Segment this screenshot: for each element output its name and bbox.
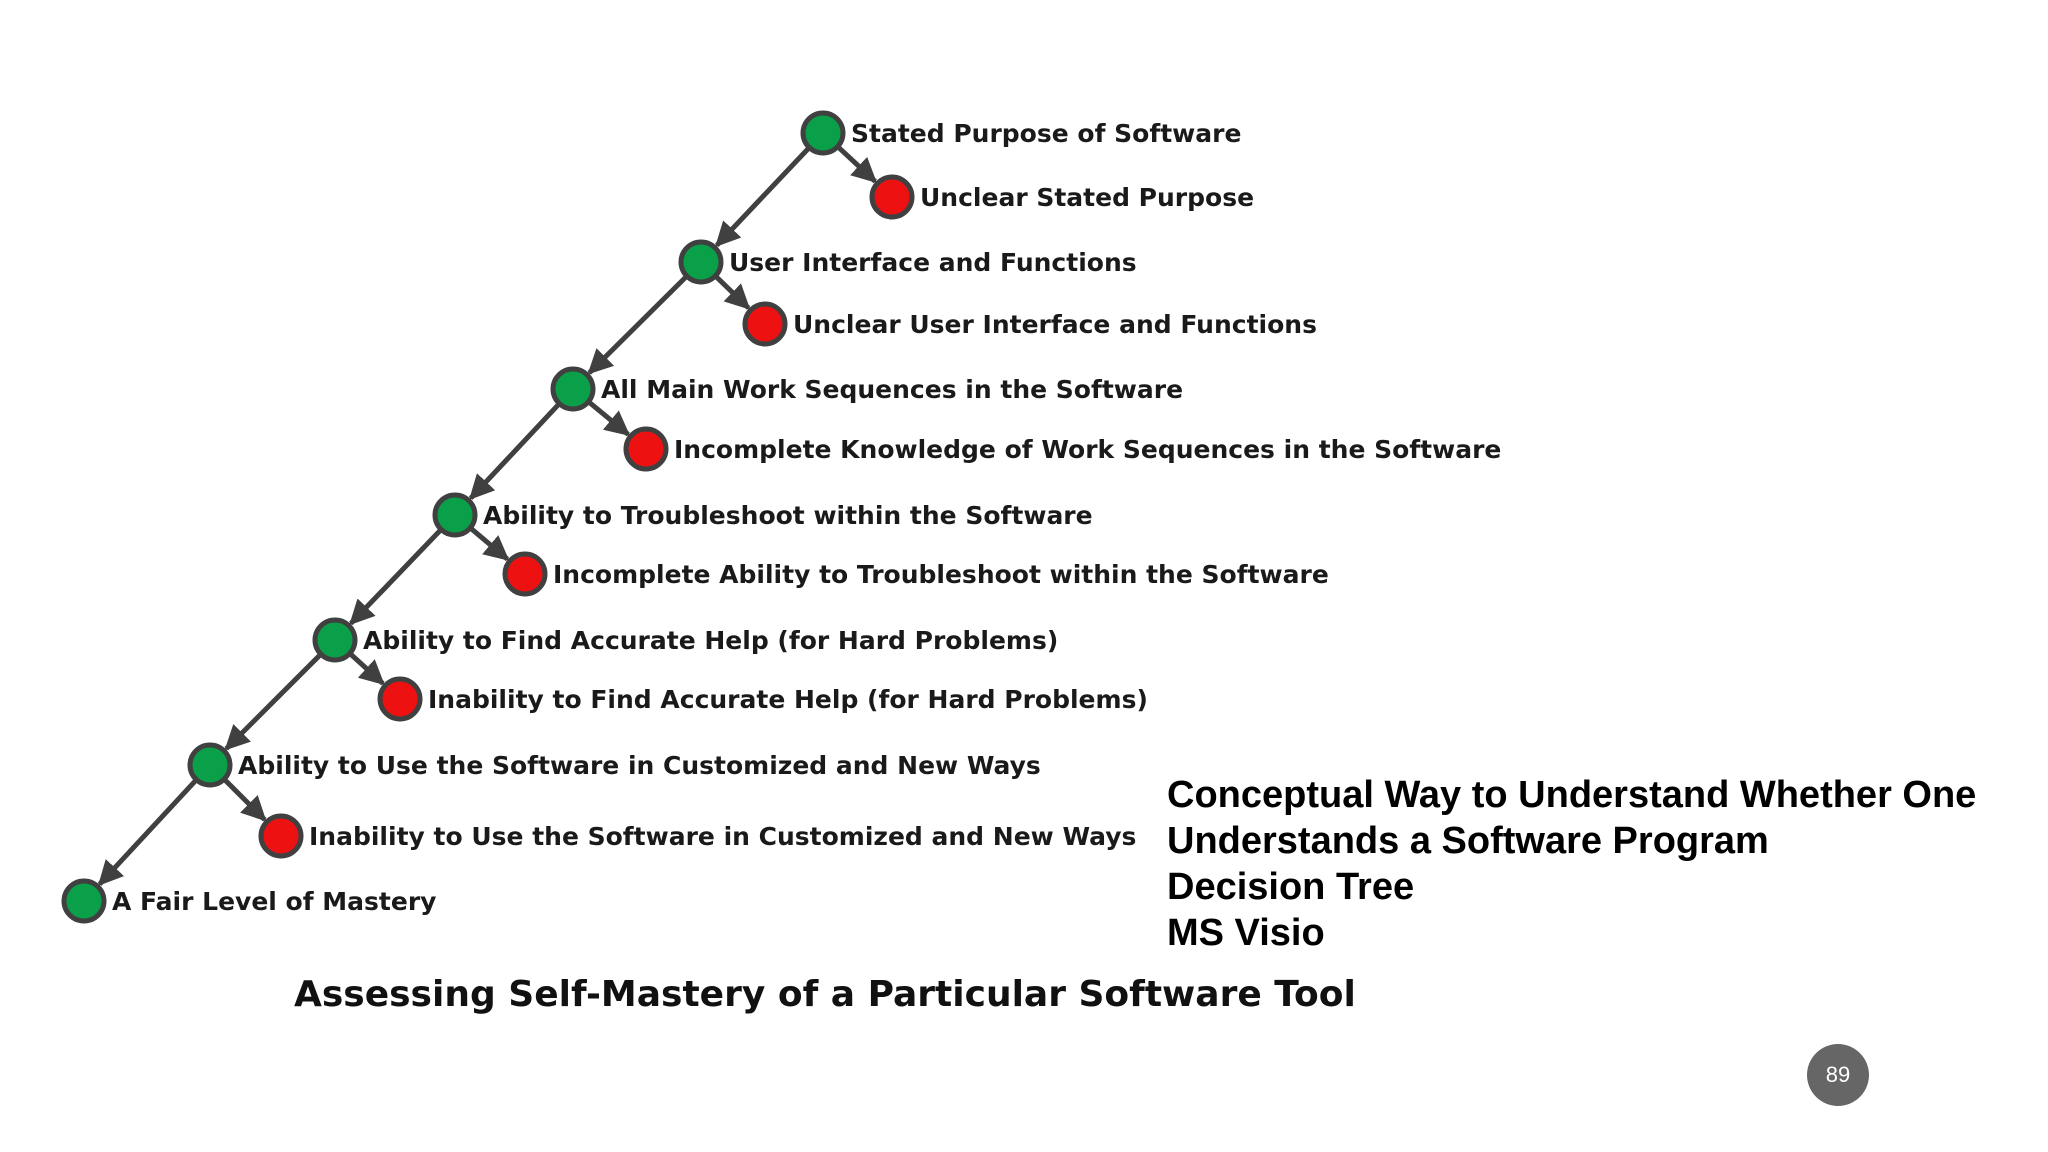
description-line: Decision Tree (1167, 866, 1415, 908)
node-label: Unclear Stated Purpose (920, 183, 1254, 212)
node-label: Ability to Troubleshoot within the Softw… (483, 501, 1093, 530)
red-node-circle (258, 813, 304, 859)
decision-node: User Interface and Functions (678, 239, 1137, 285)
green-node-circle (800, 110, 846, 156)
page-number-badge: 89 (1807, 1044, 1869, 1106)
node-label: Ability to Use the Software in Customize… (238, 751, 1041, 780)
decision-node: Ability to Troubleshoot within the Softw… (432, 492, 1093, 538)
edge-arrow (349, 652, 385, 686)
description-line: Conceptual Way to Understand Whether One (1167, 774, 1977, 816)
edge-arrow (224, 653, 322, 751)
node-label: A Fair Level of Mastery (112, 887, 436, 916)
red-node-circle (623, 426, 669, 472)
node-label: Incomplete Knowledge of Work Sequences i… (674, 435, 1501, 464)
edge-arrow (349, 529, 442, 626)
decision-node: Ability to Use the Software in Customize… (187, 742, 1041, 788)
green-node-circle (432, 492, 478, 538)
node-label: User Interface and Functions (729, 248, 1137, 277)
slide-description: Conceptual Way to Understand Whether One… (1167, 772, 1976, 956)
decision-node: Ability to Find Accurate Help (for Hard … (312, 617, 1058, 663)
green-node-circle (312, 617, 358, 663)
edge-arrow (588, 401, 631, 437)
failure-node: Incomplete Ability to Troubleshoot withi… (502, 551, 1329, 597)
node-label: Ability to Find Accurate Help (for Hard … (363, 626, 1058, 655)
diagram-caption: Assessing Self-Mastery of a Particular S… (294, 974, 1356, 1015)
red-node-circle (742, 301, 788, 347)
edge-arrow (97, 779, 197, 886)
edge-arrow (837, 146, 877, 184)
node-label: Stated Purpose of Software (851, 119, 1241, 148)
node-label: All Main Work Sequences in the Software (601, 375, 1183, 404)
node-label: Inability to Find Accurate Help (for Har… (428, 685, 1148, 714)
failure-node: Incomplete Knowledge of Work Sequences i… (623, 426, 1501, 472)
failure-node: Unclear Stated Purpose (869, 174, 1254, 220)
failure-node: Unclear User Interface and Functions (742, 301, 1317, 347)
red-node-circle (377, 676, 423, 722)
node-label: Unclear User Interface and Functions (793, 310, 1317, 339)
red-node-circle (502, 551, 548, 597)
green-node-circle (61, 878, 107, 924)
decision-node: All Main Work Sequences in the Software (550, 366, 1183, 412)
edge-arrow (470, 527, 510, 562)
green-node-circle (187, 742, 233, 788)
edge-arrow (468, 403, 560, 501)
node-label: Inability to Use the Software in Customi… (309, 822, 1136, 851)
edges-layer (97, 146, 877, 886)
edge-arrow (587, 275, 688, 375)
red-node-circle (869, 174, 915, 220)
decision-node: A Fair Level of Mastery (61, 878, 436, 924)
failure-node: Inability to Find Accurate Help (for Har… (377, 676, 1148, 722)
edge-arrow (223, 778, 267, 822)
description-line: MS Visio (1167, 912, 1325, 954)
decision-node: Stated Purpose of Software (800, 110, 1241, 156)
edge-arrow (714, 147, 810, 248)
failure-node: Inability to Use the Software in Customi… (258, 813, 1136, 859)
description-line: Understands a Software Program (1167, 820, 1769, 862)
green-node-circle (678, 239, 724, 285)
green-node-circle (550, 366, 596, 412)
edge-arrow (715, 275, 751, 310)
node-label: Incomplete Ability to Troubleshoot withi… (553, 560, 1329, 589)
